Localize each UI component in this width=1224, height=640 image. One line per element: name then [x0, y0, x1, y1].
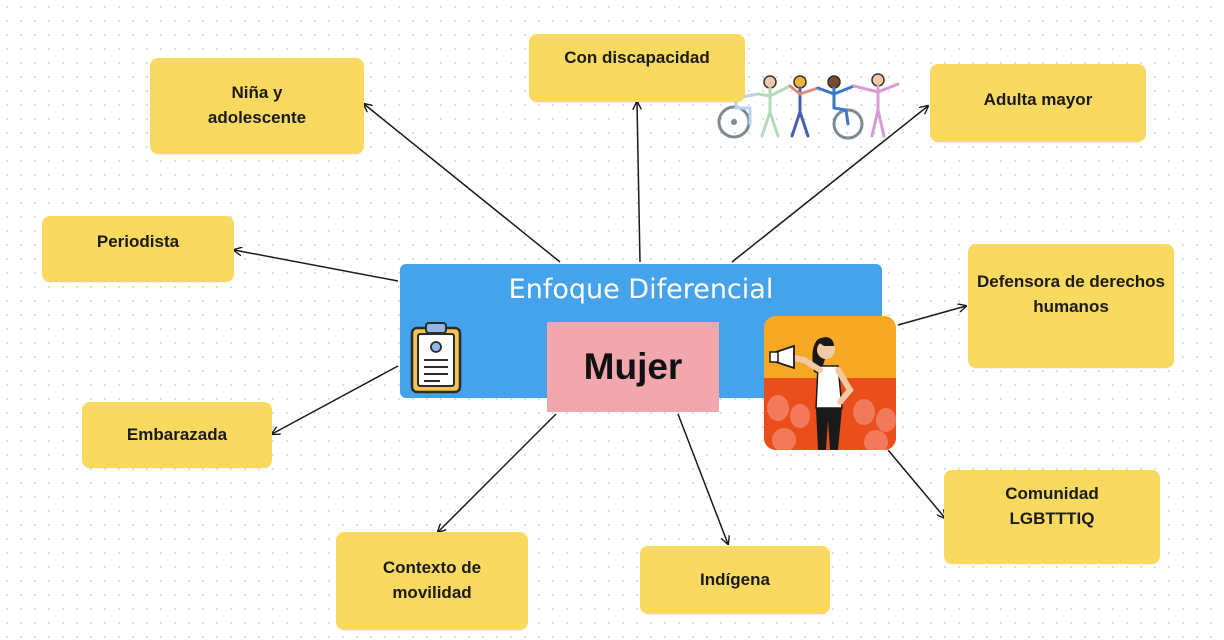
- arrow-to-nina: [364, 104, 561, 263]
- node-periodista-label: Periodista: [96, 232, 180, 251]
- node-defensora-derechos-humanos: Defensora de derechos humanos: [968, 244, 1174, 368]
- node-comunidad-lgbtttiq: Comunidad LGBTTTIQ: [944, 470, 1160, 564]
- arrow-to-discapacidad: [637, 102, 640, 263]
- arrow-to-embarazada: [272, 365, 399, 434]
- node-periodista: Periodista: [42, 216, 234, 282]
- arrow-to-lgbt: [887, 449, 945, 518]
- clipboard-icon: [410, 322, 462, 394]
- node-con-discapacidad-label: Con discapacidad: [564, 48, 710, 67]
- node-embarazada-label: Embarazada: [126, 424, 228, 444]
- node-con-discapacidad: Con discapacidad: [529, 34, 745, 102]
- node-indigena-label: Indígena: [700, 569, 770, 589]
- central-title: Enfoque Diferencial: [508, 274, 774, 305]
- arrow-to-defensora: [897, 306, 966, 326]
- node-defensora-label: Defensora de derechos humanos: [976, 272, 1165, 316]
- woman-megaphone-illustration: [764, 316, 896, 450]
- node-contexto-movilidad: Contexto de movilidad: [336, 532, 528, 630]
- arrow-to-indigena: [677, 413, 728, 544]
- arrow-to-adulta: [731, 106, 928, 263]
- node-adulta-mayor-label: Adulta mayor: [983, 90, 1093, 109]
- node-nina-adolescente-label: Niña y adolescente: [207, 83, 307, 127]
- node-lgbt-label: Comunidad LGBTTTIQ: [1005, 484, 1099, 528]
- arrow-to-periodista: [234, 250, 399, 282]
- node-movilidad-label: Contexto de movilidad: [382, 558, 482, 602]
- subject-box: Mujer: [547, 322, 719, 412]
- node-nina-adolescente: Niña y adolescente: [150, 58, 364, 154]
- node-adulta-mayor: Adulta mayor: [930, 64, 1146, 142]
- node-indigena: Indígena: [640, 546, 830, 614]
- node-embarazada: Embarazada: [82, 402, 272, 468]
- arrow-to-movilidad: [438, 413, 557, 532]
